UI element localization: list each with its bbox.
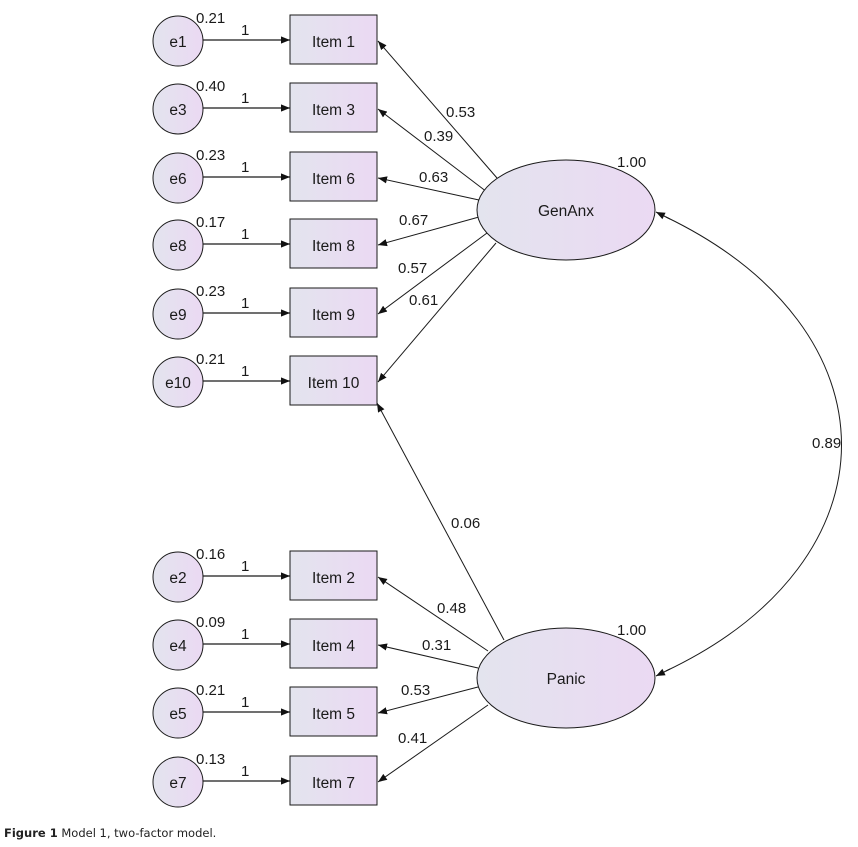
item-label: Item 3 bbox=[312, 102, 355, 119]
factor-node-genanx bbox=[476, 159, 656, 261]
error-path-weight: 1 bbox=[241, 558, 249, 575]
error-label: e3 bbox=[169, 102, 186, 119]
loading-path-panic-item7 bbox=[377, 704, 489, 783]
loading-value: 0.61 bbox=[409, 292, 438, 309]
error-label: e6 bbox=[169, 171, 186, 188]
covariance-arrowhead-genanx bbox=[655, 211, 671, 220]
factor-label: Panic bbox=[547, 671, 586, 688]
loading-value: 0.48 bbox=[437, 600, 466, 617]
error-variance: 0.21 bbox=[196, 351, 225, 368]
loading-value: 0.39 bbox=[424, 128, 453, 145]
item-node-item6 bbox=[289, 151, 378, 202]
error-node-e7 bbox=[152, 756, 204, 808]
item-node-item3 bbox=[289, 82, 378, 133]
error-node-e8 bbox=[152, 219, 204, 271]
figure-caption-text: Model 1, two-factor model. bbox=[61, 826, 217, 840]
loading-path-panic-item10 bbox=[376, 402, 505, 641]
item-label: Item 4 bbox=[312, 638, 355, 655]
covariance-arrowhead-panic bbox=[655, 668, 671, 677]
error-node-e3 bbox=[152, 83, 204, 135]
error-node-e2 bbox=[152, 551, 204, 603]
item-label: Item 1 bbox=[312, 34, 355, 51]
loading-path-genanx-item8 bbox=[377, 216, 480, 247]
loading-path-genanx-item9 bbox=[377, 232, 488, 315]
error-path-weight: 1 bbox=[241, 159, 249, 176]
item-label: Item 7 bbox=[312, 775, 355, 792]
error-path-weight: 1 bbox=[241, 763, 249, 780]
loading-value: 0.31 bbox=[422, 637, 451, 654]
loading-value: 0.06 bbox=[451, 515, 480, 532]
error-variance: 0.13 bbox=[196, 751, 225, 768]
loading-value: 0.53 bbox=[446, 104, 475, 121]
loading-value: 0.57 bbox=[398, 260, 427, 277]
item-label: Item 9 bbox=[312, 307, 355, 324]
error-path-weight: 1 bbox=[241, 90, 249, 107]
error-label: e2 bbox=[169, 570, 186, 587]
error-path-weight: 1 bbox=[241, 226, 249, 243]
loading-path-panic-item5 bbox=[377, 686, 479, 715]
error-label: e9 bbox=[169, 307, 186, 324]
error-variance: 0.23 bbox=[196, 147, 225, 164]
covariance-value: 0.89 bbox=[812, 435, 841, 452]
item-label: Item 5 bbox=[312, 706, 355, 723]
error-label: e8 bbox=[169, 238, 186, 255]
error-variance: 0.17 bbox=[196, 214, 225, 231]
item-node-item2 bbox=[289, 550, 378, 601]
factor-variance: 1.00 bbox=[617, 622, 646, 639]
error-variance: 0.21 bbox=[196, 10, 225, 27]
item-node-item10 bbox=[289, 355, 378, 406]
error-path-weight: 1 bbox=[241, 22, 249, 39]
sem-path-diagram: 0.53 0.39 0.63 0.67 0.57 0.61 0.06 0.48 0.31 0.53… bbox=[152, 10, 842, 808]
error-path-weight: 1 bbox=[241, 694, 249, 711]
loading-value: 0.41 bbox=[398, 730, 427, 747]
item-node-item1 bbox=[289, 14, 378, 65]
nodes-layer bbox=[152, 14, 656, 808]
loading-value: 0.67 bbox=[399, 212, 428, 229]
factor-node-panic bbox=[476, 627, 656, 729]
error-path-weight: 1 bbox=[241, 626, 249, 643]
item-label: Item 2 bbox=[312, 570, 355, 587]
loading-path-genanx-item1 bbox=[377, 40, 498, 179]
loading-path-panic-item4 bbox=[377, 643, 479, 669]
loading-path-genanx-item10 bbox=[377, 242, 497, 383]
covariance-arc bbox=[665, 216, 842, 672]
error-label: e1 bbox=[169, 34, 186, 51]
error-node-e10 bbox=[152, 356, 204, 408]
error-variance: 0.09 bbox=[196, 614, 225, 631]
loading-path-genanx-item6 bbox=[377, 176, 480, 201]
item-label: Item 8 bbox=[312, 238, 355, 255]
error-variance: 0.21 bbox=[196, 682, 225, 699]
factor-variance: 1.00 bbox=[617, 154, 646, 171]
item-node-item9 bbox=[289, 287, 378, 338]
item-label: Item 10 bbox=[308, 375, 360, 392]
error-label: e10 bbox=[165, 375, 191, 392]
error-label: e7 bbox=[169, 775, 186, 792]
loading-path-panic-item2 bbox=[377, 576, 489, 652]
figure-caption-label: Figure 1 bbox=[4, 826, 58, 840]
loading-path-genanx-item3 bbox=[377, 108, 488, 193]
error-node-e5 bbox=[152, 687, 204, 739]
item-node-item8 bbox=[289, 218, 378, 269]
error-label: e4 bbox=[169, 638, 187, 655]
paths-layer bbox=[203, 36, 842, 785]
error-node-e4 bbox=[152, 619, 204, 671]
item-node-item7 bbox=[289, 755, 378, 806]
factor-label: GenAnx bbox=[538, 203, 594, 220]
item-node-item4 bbox=[289, 618, 378, 669]
error-path-weight: 1 bbox=[241, 295, 249, 312]
error-variance: 0.40 bbox=[196, 78, 225, 95]
error-node-e1 bbox=[152, 15, 204, 67]
error-variance: 0.23 bbox=[196, 283, 225, 300]
figure-caption: Figure 1 Model 1, two-factor model. bbox=[4, 826, 216, 840]
labels-layer: 0.53 0.39 0.63 0.67 0.57 0.61 0.06 0.48 0.31 0.53… bbox=[165, 10, 841, 792]
error-label: e5 bbox=[169, 706, 186, 723]
loading-value: 0.63 bbox=[419, 169, 448, 186]
error-path-weight: 1 bbox=[241, 363, 249, 380]
error-node-e6 bbox=[152, 152, 204, 204]
error-variance: 0.16 bbox=[196, 546, 225, 563]
loading-value: 0.53 bbox=[401, 682, 430, 699]
item-node-item5 bbox=[289, 686, 378, 737]
item-label: Item 6 bbox=[312, 171, 355, 188]
error-node-e9 bbox=[152, 288, 204, 340]
